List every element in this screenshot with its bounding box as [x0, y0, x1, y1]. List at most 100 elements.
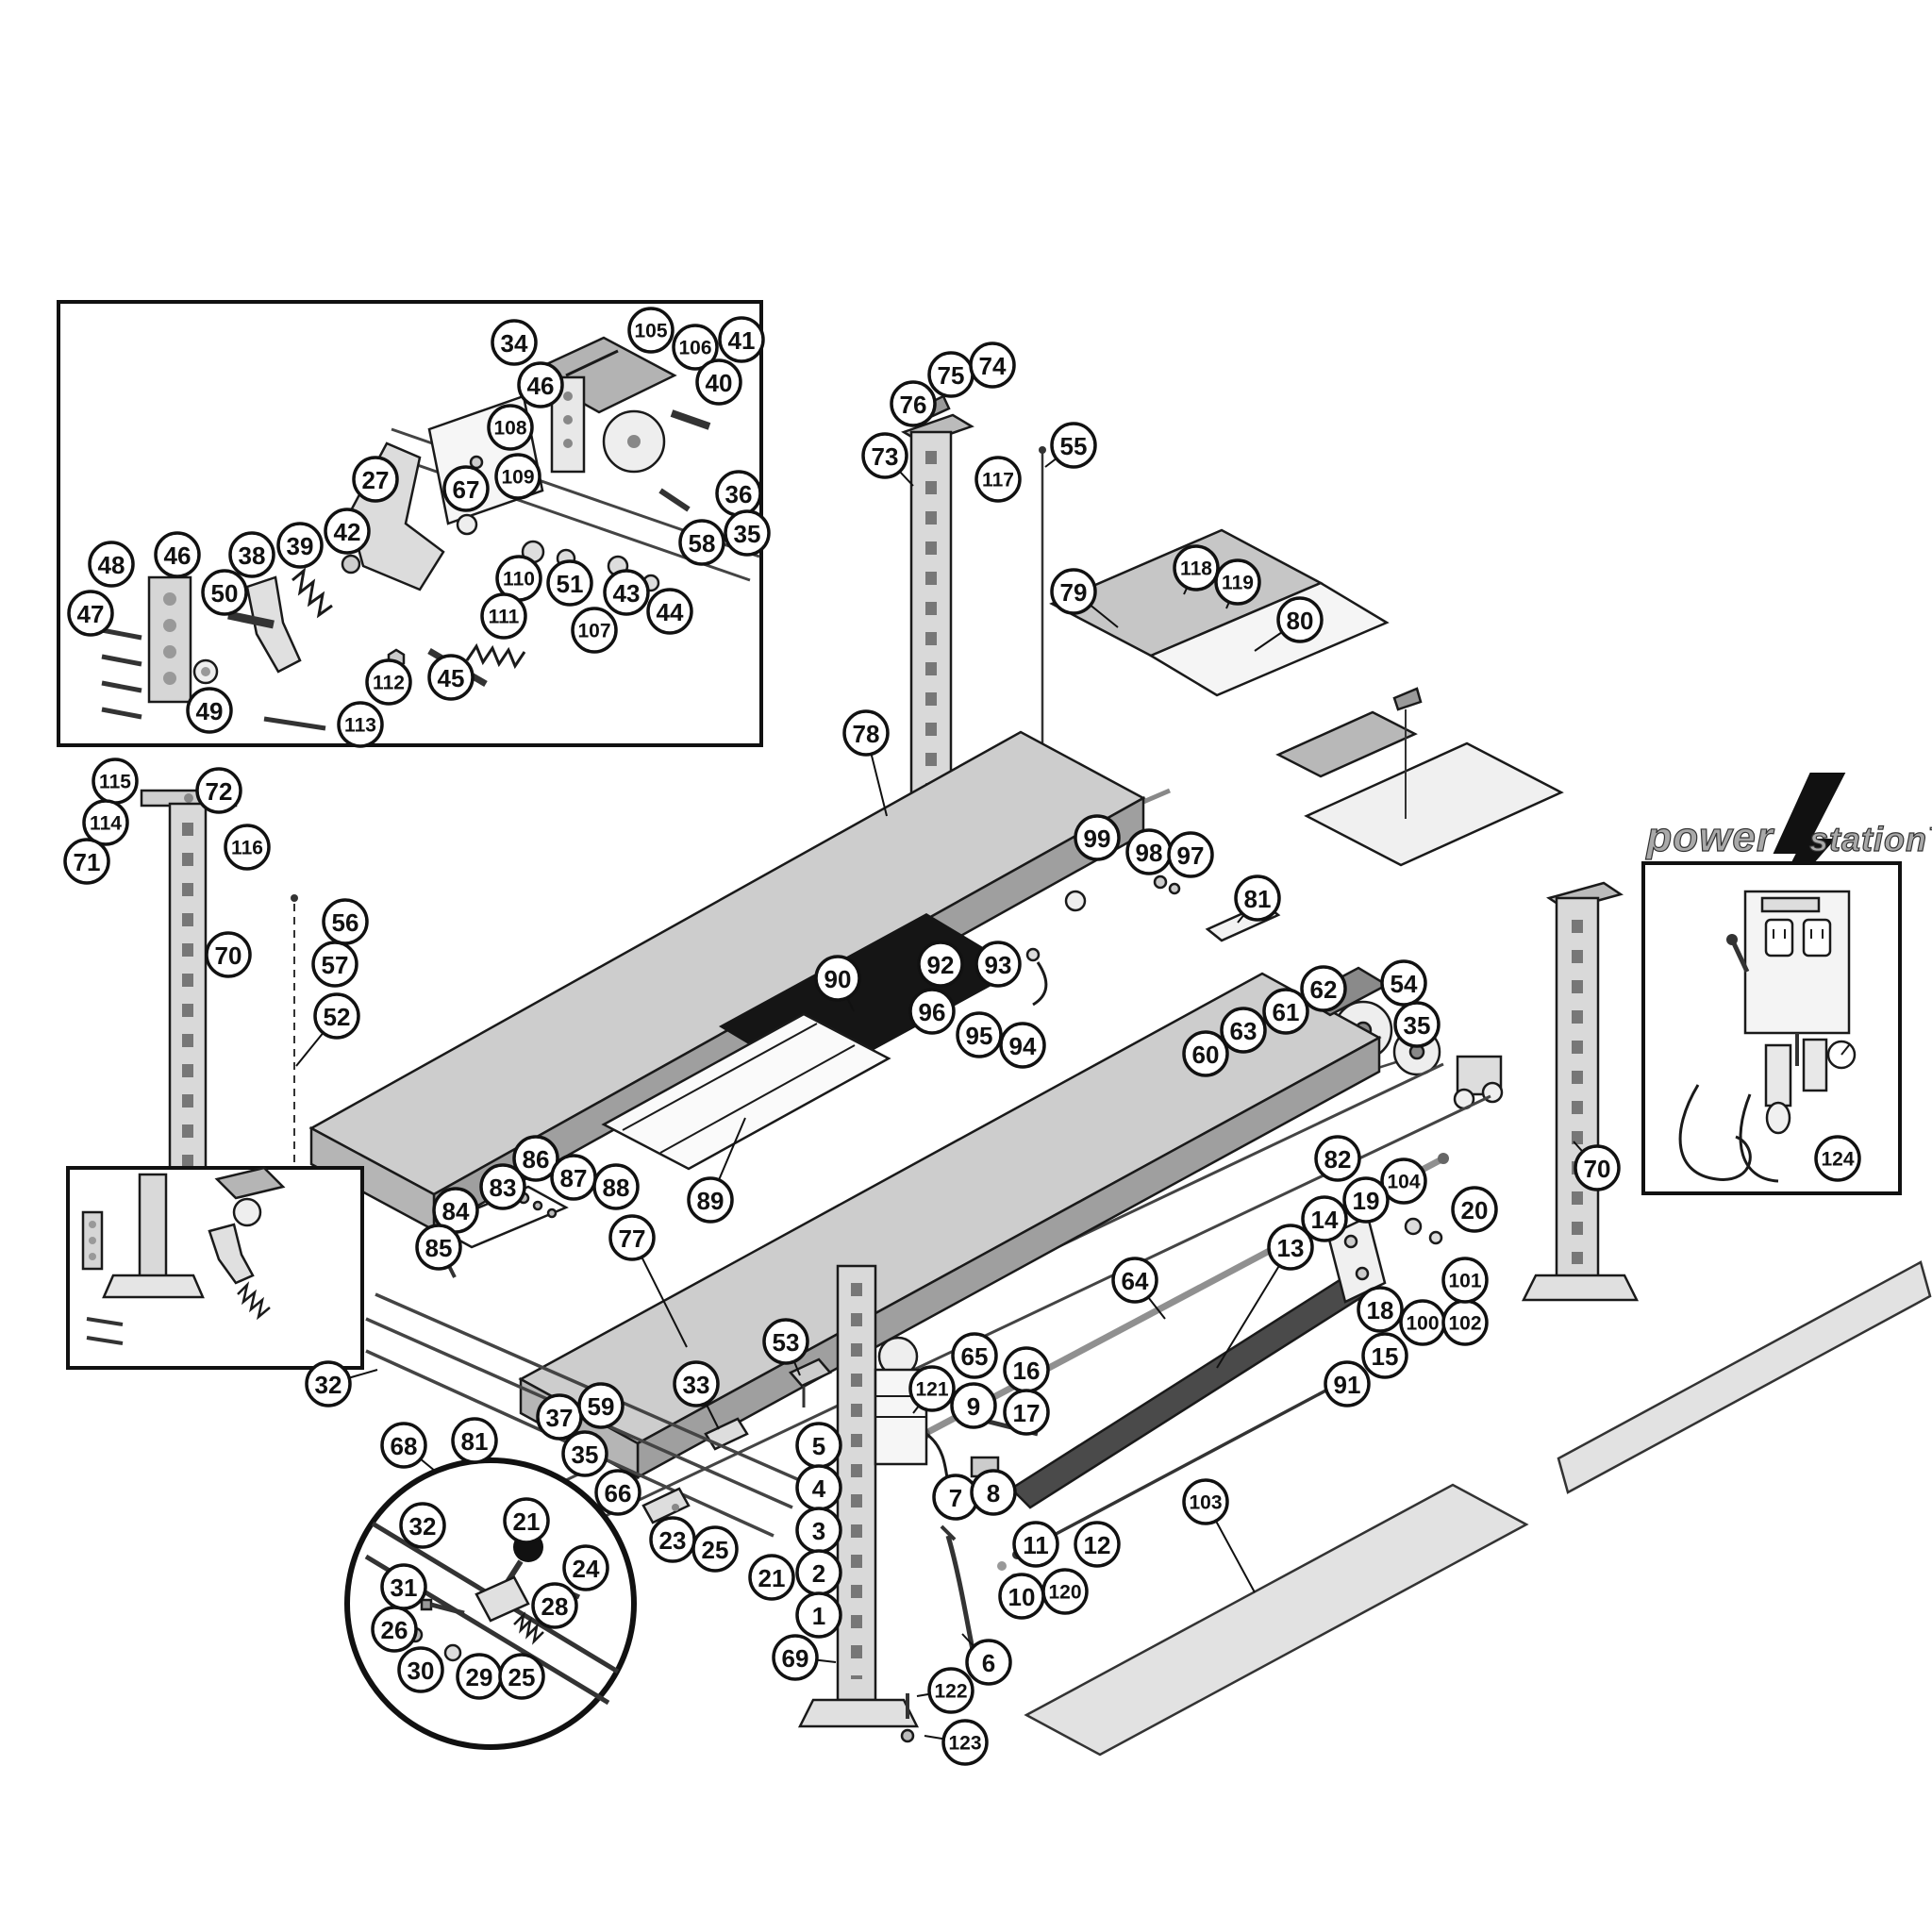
callout-119: 119	[1214, 558, 1261, 609]
svg-text:50: 50	[211, 579, 239, 608]
svg-text:82: 82	[1324, 1145, 1352, 1174]
callout-67: 67	[442, 465, 490, 512]
svg-text:35: 35	[1404, 1011, 1431, 1040]
callout-21: 21	[748, 1554, 795, 1601]
callout-69: 69	[772, 1634, 837, 1681]
callout-70: 70	[205, 931, 252, 978]
svg-text:37: 37	[546, 1404, 574, 1432]
svg-text:66: 66	[605, 1479, 632, 1507]
svg-text:116: 116	[231, 838, 263, 859]
svg-text:46: 46	[164, 541, 192, 570]
svg-text:96: 96	[919, 998, 946, 1026]
svg-text:61: 61	[1273, 998, 1300, 1026]
svg-text:91: 91	[1334, 1371, 1361, 1399]
callout-91: 91	[1324, 1360, 1371, 1407]
callout-81: 81	[451, 1417, 498, 1464]
svg-text:38: 38	[239, 541, 266, 570]
svg-text:109: 109	[501, 467, 534, 489]
svg-text:102: 102	[1448, 1313, 1481, 1335]
svg-text:86: 86	[523, 1145, 550, 1174]
svg-text:54: 54	[1391, 970, 1418, 998]
callout-40: 40	[695, 358, 742, 406]
callout-89: 89	[687, 1117, 746, 1224]
callout-9: 9	[950, 1382, 997, 1429]
callout-96: 96	[908, 988, 956, 1035]
svg-text:108: 108	[493, 418, 526, 440]
svg-text:94: 94	[1009, 1032, 1037, 1060]
svg-text:9: 9	[967, 1392, 980, 1421]
svg-text:11: 11	[1023, 1531, 1049, 1559]
svg-text:33: 33	[683, 1371, 710, 1399]
svg-text:26: 26	[381, 1616, 408, 1644]
svg-text:85: 85	[425, 1234, 453, 1262]
svg-text:122: 122	[934, 1681, 967, 1703]
callout-1: 1	[795, 1591, 842, 1639]
svg-text:76: 76	[900, 391, 927, 419]
svg-text:32: 32	[315, 1371, 342, 1399]
svg-text:59: 59	[588, 1392, 615, 1421]
svg-text:62: 62	[1310, 975, 1338, 1004]
callout-49: 49	[186, 687, 233, 734]
svg-text:73: 73	[872, 442, 899, 471]
callout-39: 39	[276, 522, 324, 569]
callout-34: 34	[491, 319, 538, 366]
drip-tray	[601, 1012, 891, 1171]
callout-64: 64	[1111, 1257, 1166, 1320]
callout-118: 118	[1173, 544, 1220, 595]
callout-38: 38	[228, 531, 275, 578]
svg-text:65: 65	[961, 1342, 989, 1371]
callout-59: 59	[577, 1382, 625, 1429]
callout-100: 100	[1399, 1299, 1446, 1346]
callout-46: 46	[517, 361, 564, 408]
svg-text:32: 32	[409, 1512, 437, 1541]
callout-16: 16	[1003, 1346, 1050, 1393]
callout-77: 77	[608, 1214, 688, 1348]
callout-45: 45	[427, 654, 475, 701]
left-post	[140, 789, 298, 1179]
svg-text:81: 81	[1244, 885, 1272, 913]
callout-110: 110	[495, 555, 542, 602]
svg-text:80: 80	[1287, 607, 1314, 635]
svg-text:30: 30	[408, 1657, 435, 1685]
svg-text:40: 40	[706, 369, 733, 397]
svg-text:81: 81	[461, 1427, 489, 1456]
svg-text:105: 105	[634, 321, 667, 342]
callout-71: 71	[63, 838, 110, 885]
callout-35: 35	[561, 1430, 608, 1477]
svg-text:35: 35	[734, 520, 761, 548]
callout-113: 113	[337, 701, 384, 748]
callout-35: 35	[1393, 1001, 1441, 1048]
svg-text:24: 24	[573, 1555, 600, 1583]
svg-text:1: 1	[812, 1602, 825, 1630]
svg-text:89: 89	[697, 1187, 724, 1215]
svg-text:68: 68	[391, 1432, 418, 1460]
callout-60: 60	[1182, 1030, 1229, 1077]
svg-text:6: 6	[982, 1649, 995, 1677]
callout-122: 122	[916, 1667, 974, 1714]
callout-6: 6	[961, 1633, 1012, 1686]
svg-text:14: 14	[1311, 1206, 1339, 1234]
callout-12: 12	[1074, 1521, 1121, 1568]
callout-47: 47	[67, 590, 114, 637]
svg-text:120: 120	[1048, 1582, 1081, 1604]
svg-text:42: 42	[334, 518, 361, 546]
svg-text:121: 121	[915, 1379, 948, 1401]
svg-text:16: 16	[1013, 1357, 1041, 1385]
callout-19: 19	[1342, 1176, 1390, 1224]
callout-32: 32	[399, 1502, 446, 1549]
svg-text:72: 72	[206, 777, 233, 806]
svg-text:118: 118	[1180, 558, 1212, 580]
callout-117: 117	[974, 456, 1022, 503]
svg-text:88: 88	[603, 1174, 630, 1202]
right-post	[1521, 881, 1640, 1302]
callout-66: 66	[594, 1469, 641, 1516]
callout-28: 28	[531, 1582, 578, 1629]
callout-90: 90	[814, 955, 861, 1012]
svg-text:41: 41	[728, 326, 756, 355]
callout-105: 105	[627, 307, 675, 354]
callout-55: 55	[1044, 422, 1097, 469]
latch-assembly-inset-box	[57, 300, 763, 747]
svg-text:103: 103	[1189, 1492, 1222, 1514]
callout-35: 35	[724, 509, 771, 557]
